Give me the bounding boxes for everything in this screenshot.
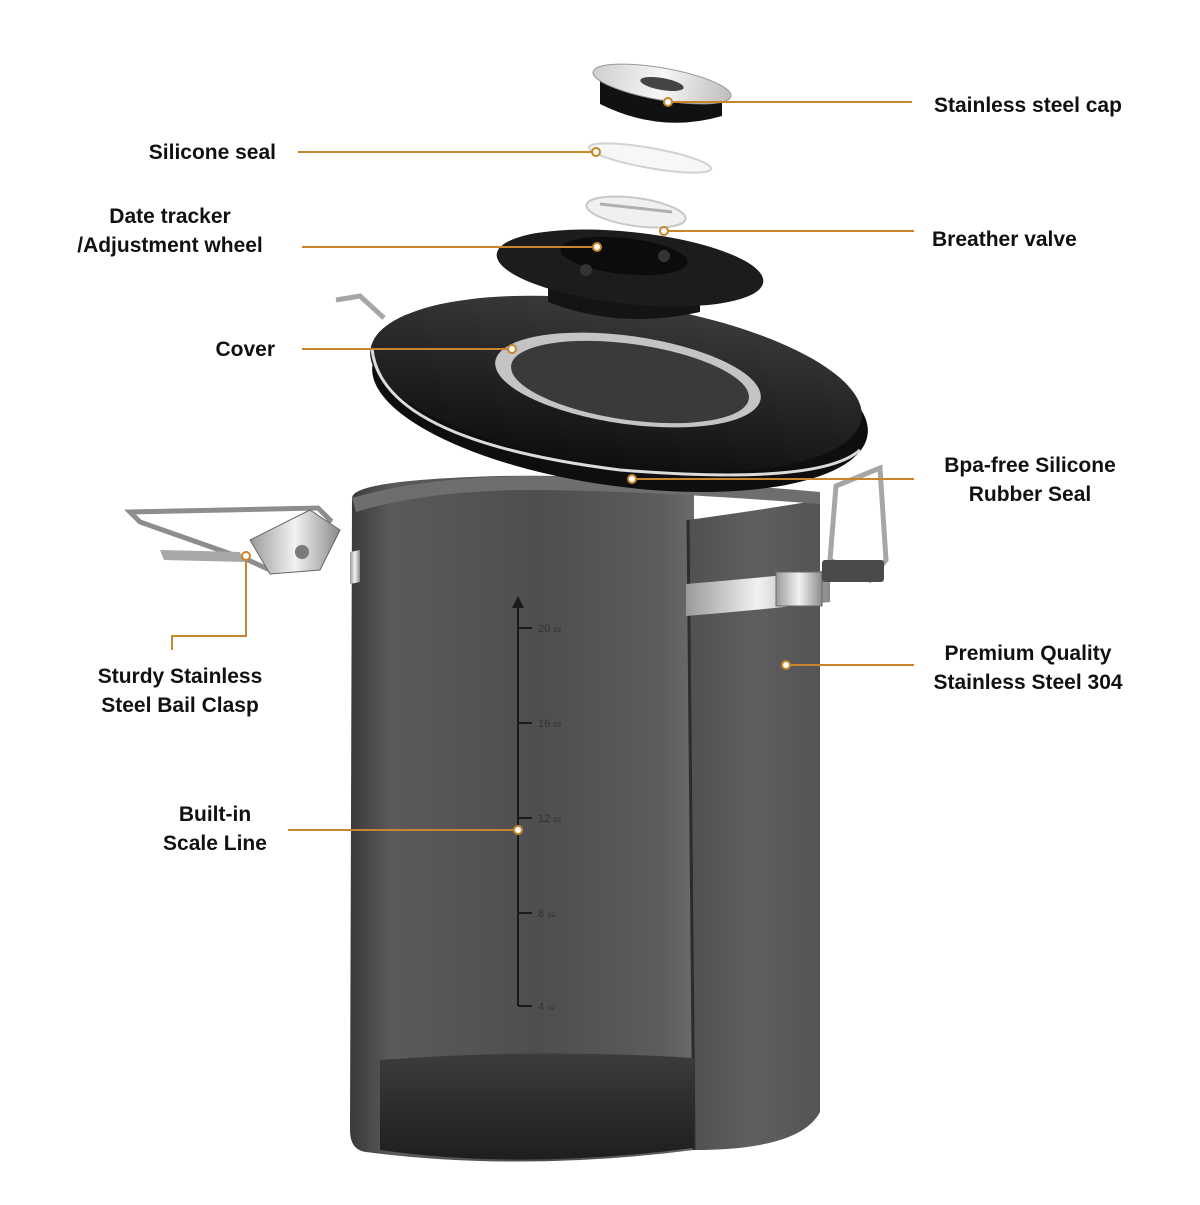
seal-disc [587, 142, 713, 174]
cover-wire-loop [335, 293, 386, 320]
bail-lever [249, 509, 341, 575]
bail-clasp-right [775, 464, 889, 607]
stainless-steel-cap [592, 63, 732, 123]
bail-pivot [295, 545, 309, 559]
clasp-hinge-right [822, 560, 884, 582]
wheel-knob-1 [580, 264, 592, 276]
leader-breather-valve-dot [659, 226, 669, 236]
cover-steel-ring [370, 347, 862, 477]
clasp-bracket-right [775, 571, 823, 607]
cover-recess [511, 340, 749, 424]
callout-silicone-seal: Silicone seal [148, 141, 276, 164]
canister-body: 20 oz 16 oz 12 oz 8 oz 4 oz [350, 475, 830, 1162]
scale-arrow-icon [512, 596, 524, 608]
cap-logo-icon [640, 76, 684, 92]
callout-scale-line: Built-in Scale Line [163, 803, 267, 855]
band-left [350, 550, 360, 584]
scale-tick-label: 20 oz [538, 623, 562, 635]
callout-cover: Cover [215, 338, 275, 361]
silicone-seal [587, 142, 713, 174]
leader-scale-line-dot [513, 825, 523, 835]
wheel-knob-2 [658, 250, 670, 262]
callout-stainless-steel-cap: Stainless steel cap [934, 94, 1122, 117]
valve-body [585, 195, 687, 229]
scale-ticks: 20 oz 16 oz 12 oz 8 oz 4 oz [518, 623, 562, 1013]
leader-lines [171, 97, 914, 835]
leader-stainless-steel-cap-dot [663, 97, 673, 107]
callout-date-tracker: Date tracker /Adjustment wheel [77, 205, 263, 257]
callout-bail-clasp: Sturdy Stainless Steel Bail Clasp [97, 665, 263, 717]
callout-stainless-304: Premium Quality Stainless Steel 304 [933, 642, 1123, 694]
bail-hook [160, 550, 244, 562]
canister-cut-edge [686, 519, 696, 1151]
valve-slot [599, 202, 673, 214]
leader-bail-clasp [171, 556, 247, 650]
leader-bail-clasp-dot [241, 551, 251, 561]
leader-rubber-seal-dot [627, 474, 637, 484]
scale-tick-label: 16 oz [538, 718, 562, 730]
leader-stainless-304-dot [781, 660, 791, 670]
bail-clasp [124, 505, 341, 575]
callout-rubber-seal: Bpa-free Silicone Rubber Seal [944, 454, 1116, 506]
scale-tick-label: 4 oz [538, 1001, 556, 1013]
leader-silicone-seal-dot [591, 147, 601, 157]
date-tracker-wheel [496, 229, 764, 320]
scale-tick-label: 12 oz [538, 813, 562, 825]
canister-floor [380, 1053, 694, 1160]
leader-date-tracker-dot [592, 242, 602, 252]
scale-tick-label: 8 oz [538, 908, 556, 920]
callout-breather-valve: Breather valve [932, 228, 1077, 251]
breather-valve [585, 195, 687, 229]
cover [335, 293, 868, 492]
leader-cover-dot [507, 344, 517, 354]
